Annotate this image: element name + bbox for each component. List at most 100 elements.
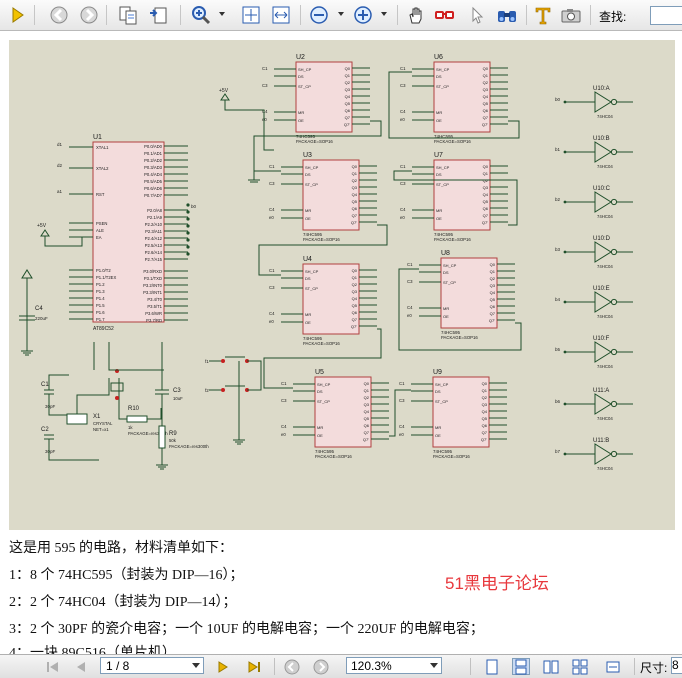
pin-label: Q7 (482, 430, 488, 435)
zoom-out-icon[interactable] (308, 4, 330, 26)
page-number-field[interactable]: 1 / 8 (100, 657, 204, 674)
pin-label: Q2 (352, 178, 358, 183)
pin-label: Q7 (490, 311, 496, 316)
pin-label: DS (317, 389, 323, 394)
pin-label: MR (305, 208, 311, 213)
pin-label: P3.3/INT1 (143, 290, 163, 295)
pin-label: Q6 (483, 108, 489, 113)
pin-label: Q6 (482, 423, 488, 428)
microcontroller-chip (92, 141, 165, 323)
net-label: f2 (205, 388, 209, 393)
zoom-level-field[interactable]: 120.3% (346, 657, 442, 674)
wire (247, 373, 262, 391)
prev-page-icon[interactable] (72, 658, 90, 675)
resistor-value: 1k (128, 425, 133, 430)
junction-dot (563, 300, 567, 304)
search-input[interactable] (650, 6, 682, 25)
net-label: e0 (269, 319, 274, 324)
page-dropdown-icon[interactable] (190, 659, 202, 672)
paragraph-line: 2：2 个 74HC04（封装为 DIP—14）； (9, 595, 237, 610)
pin-label: SH_CP (443, 263, 457, 268)
shift-register-chip (433, 61, 491, 133)
pin-label: Q7' (363, 437, 369, 442)
chip-part: 74HC595 (434, 134, 454, 139)
history-forward-icon[interactable] (312, 658, 330, 675)
fit-page-icon[interactable] (240, 4, 262, 26)
pin-label: Q4 (364, 409, 370, 414)
chip-package: PACKAGE=SOP16 (303, 237, 340, 242)
wire (147, 408, 162, 420)
forward-icon[interactable] (78, 4, 100, 26)
binoculars-icon[interactable] (496, 4, 518, 26)
inverter-bubble (610, 148, 618, 156)
last-page-icon[interactable] (245, 658, 263, 675)
continuous-view-icon[interactable] (512, 658, 530, 675)
net-label: C3 (399, 398, 405, 403)
chip-package: PACKAGE=SOP16 (433, 454, 470, 459)
net-label: C1 (407, 262, 413, 267)
pin-label: P1.0/T2 (96, 268, 111, 273)
toolbar-separator (106, 5, 107, 25)
pin-label: RST (96, 192, 105, 197)
camera-icon[interactable] (560, 4, 582, 26)
zoom-in-dropdown-icon[interactable] (219, 12, 225, 16)
pin-label: Q6 (352, 310, 358, 315)
junction-dot (186, 252, 190, 256)
page-copy-icon[interactable] (118, 4, 140, 26)
wire (48, 439, 99, 461)
pin-label: P2.2/A10 (145, 222, 163, 227)
pin-label: OE (436, 216, 442, 221)
zoom-dropdown-icon[interactable] (428, 659, 440, 672)
chip-part: 74HC595 (303, 232, 323, 237)
paragraph-line: 4：一块 89C516（单片机） (9, 646, 176, 654)
zoom-in-icon[interactable] (190, 4, 212, 26)
first-page-icon[interactable] (44, 658, 62, 675)
net-label: C3 (262, 83, 268, 88)
next-page-icon[interactable] (214, 658, 232, 675)
continuous-facing-view-icon[interactable] (571, 658, 589, 675)
pin-label: P3.7/RD (146, 318, 162, 323)
zoom-plus-icon[interactable] (352, 4, 374, 26)
schematic-drawing: U1AT89C52XTAL1XTAL2RSTPSENALEEAP1.0/T2P1… (19, 54, 633, 471)
page-export-icon[interactable] (148, 4, 170, 26)
resistor-ref: R9 (169, 431, 177, 437)
facing-view-icon[interactable] (542, 658, 560, 675)
pin-label: Q7' (482, 220, 488, 225)
junction-dot (186, 203, 190, 207)
net-label: C1 (281, 381, 287, 386)
pin-label: Q6 (490, 304, 496, 309)
chip-package: PACKAGE=SOP16 (296, 139, 333, 144)
glasses-icon[interactable] (434, 4, 456, 26)
wire (76, 378, 110, 414)
switch-dot (115, 396, 119, 400)
junction-dot (186, 231, 190, 235)
search-label: 查找: (599, 10, 627, 24)
net-label: b1 (555, 147, 561, 152)
pin-label: Q5 (483, 101, 489, 106)
pin-label: P0.6/AD6 (144, 186, 163, 191)
fit-width-icon[interactable] (270, 4, 292, 26)
rotate-view-icon[interactable] (604, 658, 622, 675)
net-label: a1 (57, 189, 63, 194)
single-page-view-icon[interactable] (483, 658, 501, 675)
zoom-out-dropdown-icon[interactable] (338, 12, 344, 16)
pin-label: Q0 (490, 262, 496, 267)
menu-arrow-icon[interactable] (6, 4, 28, 26)
zoom-plus-dropdown-icon[interactable] (381, 12, 387, 16)
pin-label: ST_CP (443, 280, 456, 285)
back-icon[interactable] (48, 4, 70, 26)
select-arrow-icon[interactable] (466, 4, 488, 26)
wire (247, 360, 262, 373)
junction-dot (563, 350, 567, 354)
text-tool-icon[interactable] (532, 4, 554, 26)
history-back-icon[interactable] (283, 658, 301, 675)
resistor-ref: R10 (128, 406, 140, 412)
net-label: e0 (281, 432, 286, 437)
pin-label: Q2 (482, 395, 488, 400)
pin-label: P2.5/A13 (145, 243, 163, 248)
cascade-wire (388, 71, 520, 139)
resistor-r10 (126, 415, 148, 423)
gate-part: 74HC04 (597, 214, 613, 219)
hand-tool-icon[interactable] (405, 4, 427, 26)
